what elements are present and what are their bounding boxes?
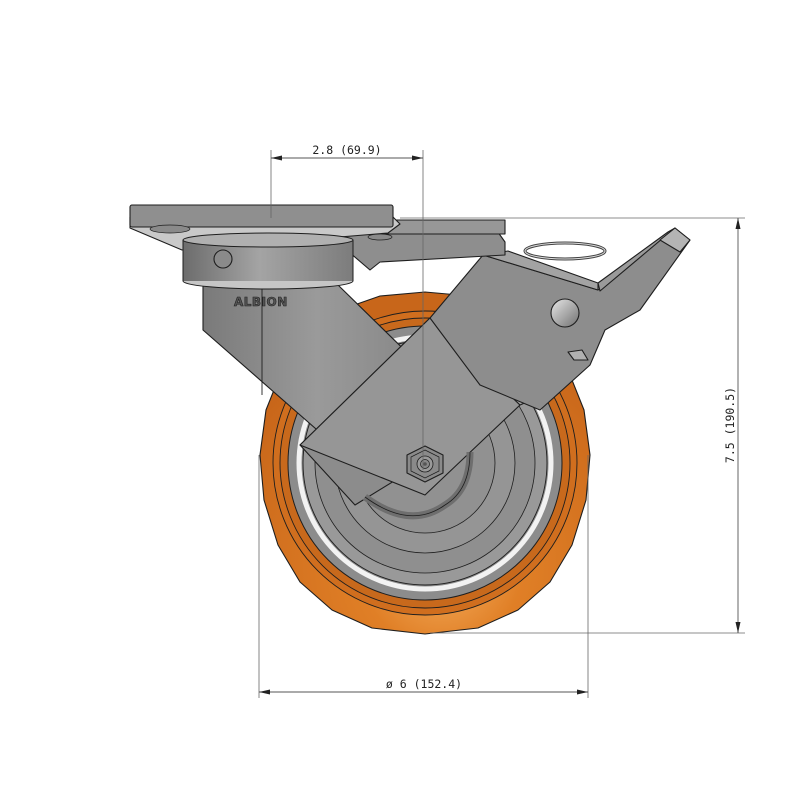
dimension-diameter: ø 6 (152.4) [258,455,589,698]
brand-mark: ALBION [234,295,288,309]
mounting-plate [129,204,394,228]
dimension-height: 7.5 (190.5) [400,217,745,634]
offset-label: 2.8 (69.9) [312,143,381,157]
height-label: 7.5 (190.5) [723,387,737,463]
dimension-offset: 2.8 (69.9) [270,143,424,470]
diameter-label: ø 6 (152.4) [386,677,462,691]
kingpin-housing [182,232,354,290]
grease-fitting [213,249,233,269]
brake-pivot-bolt [550,298,580,328]
brake-clip [567,349,589,361]
brake-assembly [429,227,691,411]
